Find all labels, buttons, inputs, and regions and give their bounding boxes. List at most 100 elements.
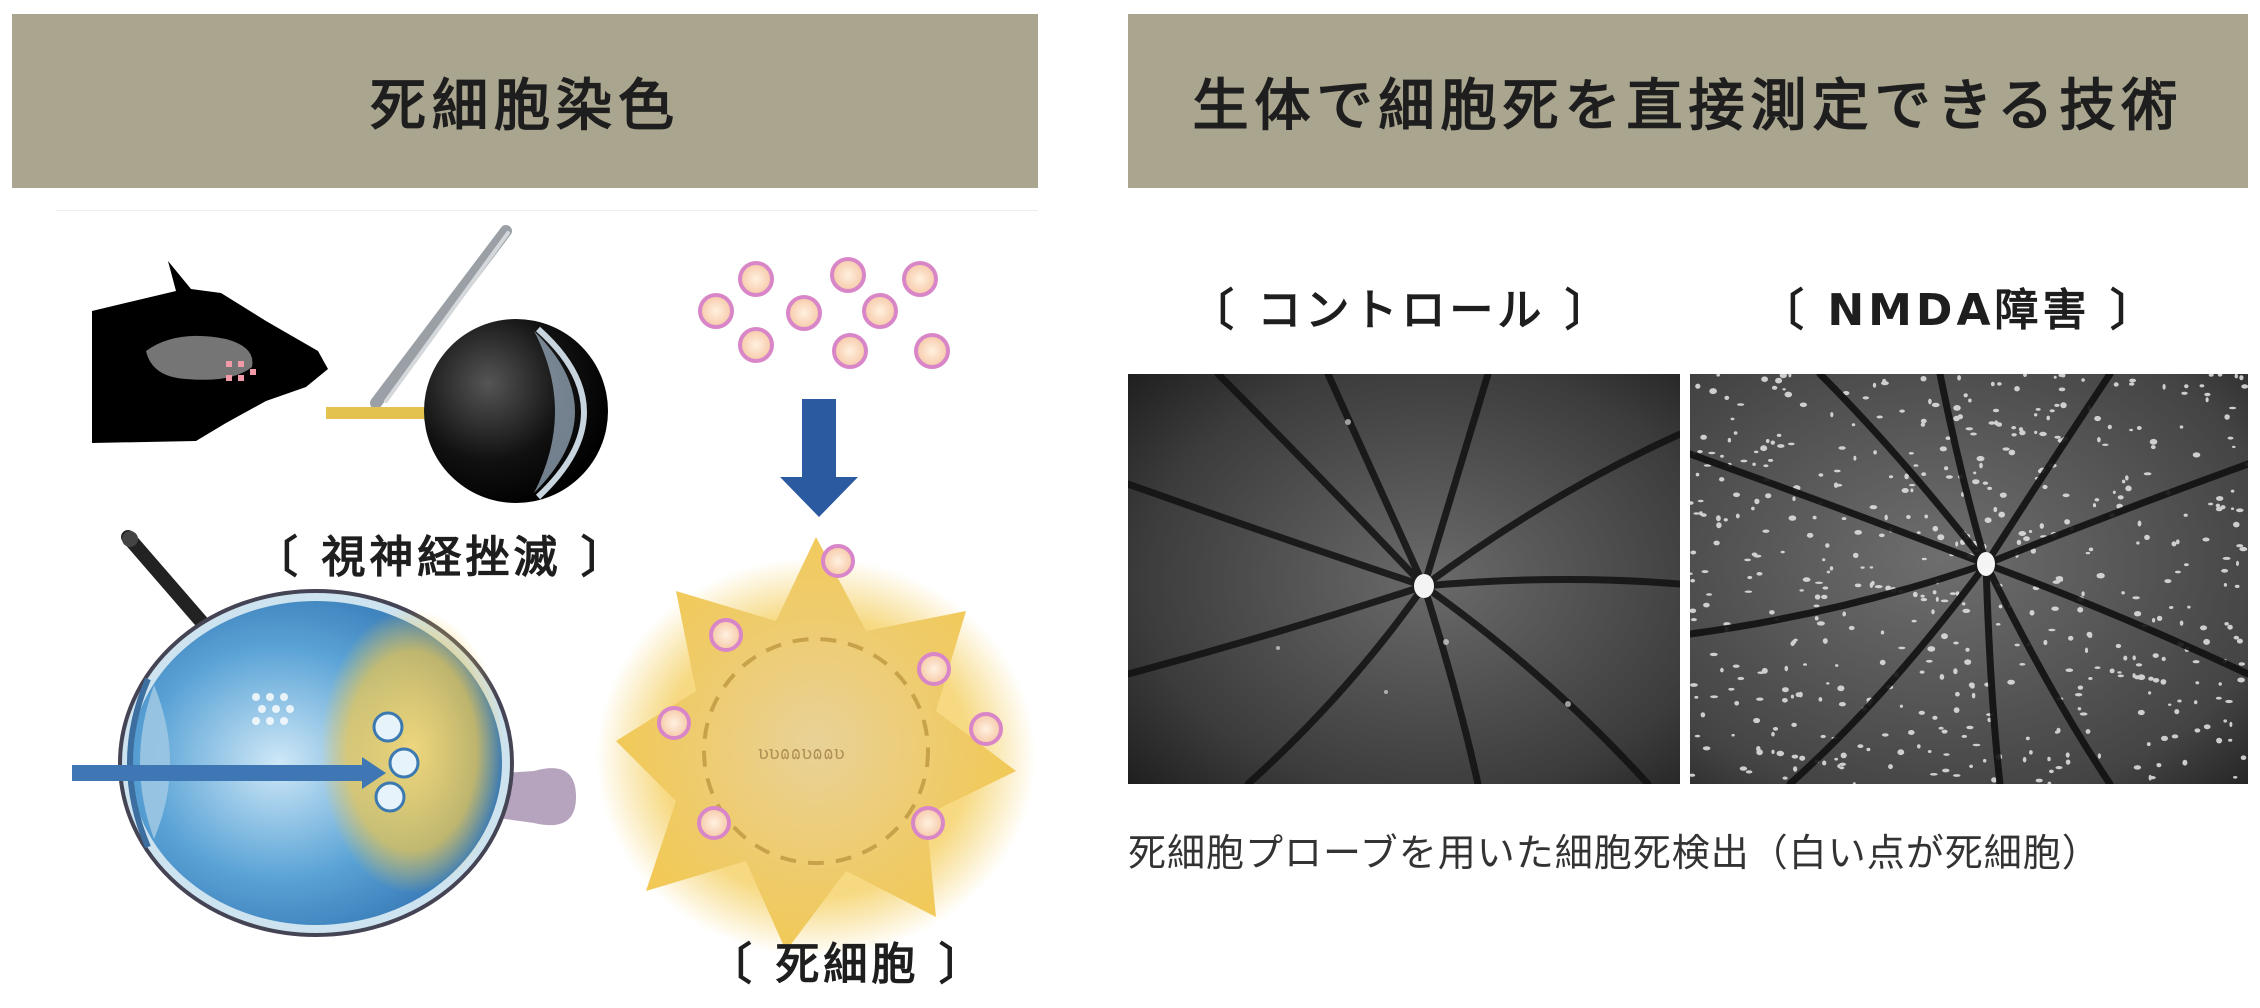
dead-cell-speckle	[1953, 641, 1959, 645]
dead-cell-speckle	[2088, 677, 2093, 680]
dead-cell-speckle	[1787, 442, 1795, 446]
dead-cell-speckle	[2223, 583, 2227, 587]
dead-cell-speckle	[1833, 469, 1841, 473]
dead-cell-speckle	[2058, 387, 2066, 392]
dead-cell-speckle	[2136, 426, 2142, 430]
dead-cell-speckle	[1802, 577, 1811, 582]
dead-cell-speckle	[2007, 679, 2015, 685]
dead-cell-speckle	[1931, 402, 1940, 408]
dead-cell-speckle	[1924, 514, 1928, 519]
dead-cell-speckle	[1932, 525, 1939, 532]
dead-cell-speckle	[1788, 374, 1792, 378]
dead-cell-speckle	[1760, 445, 1768, 452]
dead-cell-speckle	[1874, 585, 1883, 589]
dead-cell-speckle	[1709, 388, 1717, 395]
dead-cell-speckle	[1839, 762, 1846, 766]
dead-cell-speckle	[1792, 496, 1796, 501]
dead-cell-speckle	[1799, 589, 1804, 592]
dead-cell-speckle	[1932, 715, 1938, 720]
dead-cell-speckle	[1965, 427, 1973, 431]
dead-cell-speckle	[2022, 756, 2027, 763]
dead-cell-speckle	[1693, 512, 1700, 515]
dead-cell-speckle	[2227, 624, 2233, 630]
dead-cell-speckle	[1961, 602, 1966, 606]
retina-nmda-image	[1690, 374, 2248, 784]
dead-cell-speckle	[1771, 731, 1775, 737]
dead-cell-speckle	[2149, 438, 2158, 445]
dead-cell-speckle	[1771, 385, 1778, 390]
dead-cell-speckle	[1753, 450, 1759, 454]
dead-cell-speckle	[2065, 752, 2070, 758]
retina-caption: 死細胞プローブを用いた細胞死検出（白い点が死細胞）	[1128, 831, 2101, 875]
dead-cell-speckle	[2233, 521, 2240, 528]
dead-cell-speckle	[2112, 490, 2116, 494]
dead-cell-speckle	[1735, 513, 1740, 519]
dead-cell-speckle	[2234, 584, 2240, 588]
dead-cell-speckle	[2094, 498, 2100, 502]
dead-cell-speckle	[1869, 582, 1874, 588]
dead-cell-speckle	[2097, 437, 2101, 443]
dead-cell-speckle	[1908, 452, 1914, 455]
dead-cell-speckle	[2062, 493, 2070, 498]
eye-cross-section-icon	[72, 589, 576, 937]
dead-cell-speckle	[1953, 668, 1958, 675]
dead-cell-speckle	[1971, 692, 1976, 699]
dead-cell-speckle	[1897, 749, 1905, 756]
dead-cell-speckle	[1762, 529, 1770, 533]
probe-dots-top	[698, 257, 950, 369]
dead-cell-speckle	[1822, 586, 1829, 590]
dead-cell-speckle	[1990, 381, 1995, 387]
dead-cell-speckle	[1943, 753, 1950, 756]
dead-cell-speckle	[2239, 546, 2248, 552]
dead-cell-speckle	[2060, 402, 2067, 409]
dead-cell-speckle	[2225, 699, 2233, 704]
dead-cell-speckle	[2233, 635, 2239, 640]
dead-cell-speckle	[1694, 695, 1699, 699]
dead-cell-speckle	[1740, 459, 1748, 463]
dead-cell-speckle	[1716, 522, 1722, 529]
dead-cell-speckle	[2079, 712, 2088, 716]
dead-cell-speckle	[1972, 743, 1981, 747]
dead-cell-speckle	[2208, 374, 2214, 377]
dead-cell-speckle	[1826, 570, 1831, 574]
dead-cell-speckle	[1917, 744, 1921, 749]
dead-cell-speckle	[1881, 381, 1889, 386]
dead-cell-speckle	[2077, 607, 2084, 613]
dead-cell-speckle	[1792, 639, 1797, 644]
dead-cell-speckle	[1709, 652, 1718, 657]
dead-cell-speckle	[1876, 415, 1883, 419]
dead-cell-speckle	[1697, 450, 1703, 454]
dead-cell-speckle	[1784, 391, 1793, 398]
dead-cell-speckle	[2034, 430, 2038, 434]
dead-cell-speckle	[1872, 382, 1877, 388]
dead-cell-speckle	[1970, 432, 1977, 436]
dead-cell-speckle	[1997, 382, 2002, 386]
illustration-svg: ʋʋɷɷʋɷɷʋ	[72, 225, 1036, 957]
dead-cell-speckle	[1945, 475, 1953, 479]
dead-cell-speckle	[2102, 443, 2109, 446]
dead-cell-speckle	[1752, 462, 1756, 466]
dead-cell-speckle	[2081, 591, 2085, 597]
dead-cell-speckle	[2046, 415, 2050, 421]
dead-cell-speckle	[2176, 539, 2180, 545]
dead-cell-speckle	[2054, 403, 2060, 407]
dead-cell-speckle	[2019, 663, 2026, 666]
dead-cell-speckle	[2129, 428, 2133, 432]
mouse-silhouette-icon	[92, 261, 328, 443]
dead-cell-speckle	[1857, 744, 1864, 749]
dead-cell-speckle	[2129, 382, 2135, 386]
dead-cell-speckle	[2016, 539, 2022, 545]
dead-cell-speckle	[2137, 674, 2146, 681]
dead-cell-speckle	[1906, 515, 1911, 519]
dead-cell-speckle	[2077, 707, 2082, 711]
dead-cell-speckle	[2187, 605, 2191, 609]
dead-cell-speckle	[1925, 659, 1933, 663]
dead-cell-speckle	[2208, 502, 2214, 506]
dead-cell-speckle	[1690, 550, 1697, 555]
header-left-title: 死細胞染色	[370, 73, 680, 139]
dead-cell-speckle	[2215, 503, 2221, 508]
dead-cell-speckle	[2164, 579, 2172, 584]
dead-cell-speckle	[2146, 742, 2151, 747]
dead-cell-speckle	[1911, 619, 1917, 623]
dead-cell-speckle	[1690, 572, 1693, 575]
